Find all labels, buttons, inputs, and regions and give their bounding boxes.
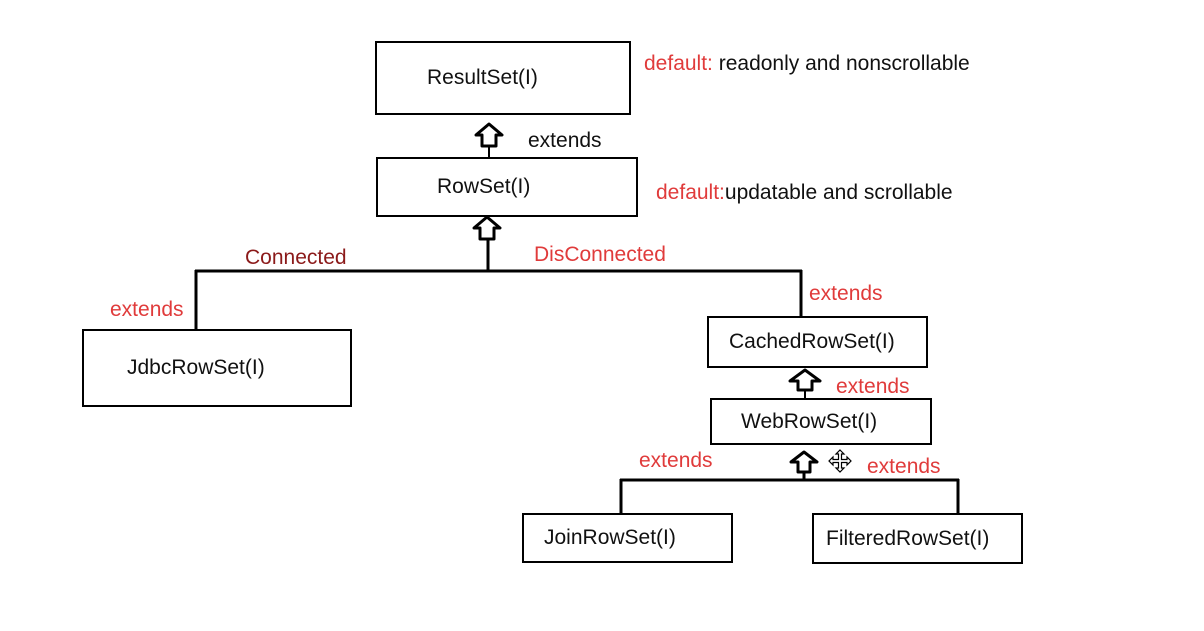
extends-label-jdbc: extends xyxy=(110,298,184,321)
rowset-label: RowSet(I) xyxy=(437,175,531,198)
resultset-note-text: readonly and nonscrollable xyxy=(712,52,970,75)
rowset-note-text: updatable and scrollable xyxy=(724,181,953,204)
resultset-note: default: readonly and nonscrollable xyxy=(644,53,970,74)
extends-label-web: extends xyxy=(836,375,910,398)
arrow-rowset-to-resultset xyxy=(474,122,504,157)
cachedrowset-label: CachedRowSet(I) xyxy=(729,330,895,353)
resultset-box: ResultSet(I) xyxy=(375,41,631,115)
jdbcrowset-box: JdbcRowSet(I) xyxy=(82,329,352,407)
disconnected-label: DisConnected xyxy=(534,243,666,266)
extends-label-rowset: extends xyxy=(528,129,602,152)
joinrowset-box: JoinRowSet(I) xyxy=(522,513,733,563)
webrowset-label: WebRowSet(I) xyxy=(741,409,878,433)
move-cursor-icon xyxy=(828,449,852,473)
filteredrowset-label: FilteredRowSet(I) xyxy=(826,526,990,550)
extends-label-filtered: extends xyxy=(867,455,941,478)
resultset-note-prefix: default: xyxy=(644,52,713,75)
webrowset-box: WebRowSet(I) xyxy=(710,398,932,445)
cachedrowset-box: CachedRowSet(I) xyxy=(707,316,928,368)
resultset-label: ResultSet(I) xyxy=(427,66,538,89)
jdbcrowset-label: JdbcRowSet(I) xyxy=(127,356,265,379)
rowset-box: RowSet(I) xyxy=(376,157,638,217)
arrow-webrowset-to-cachedrowset xyxy=(788,368,822,398)
arrow-subclasses-to-rowset xyxy=(194,215,803,329)
rowset-note: default:updatable and scrollable xyxy=(656,182,953,203)
filteredrowset-box: FilteredRowSet(I) xyxy=(812,513,1023,564)
connected-label: Connected xyxy=(245,246,347,269)
rowset-note-prefix: default: xyxy=(656,181,725,204)
extends-label-join: extends xyxy=(639,449,713,472)
extends-label-cached: extends xyxy=(809,282,883,305)
joinrowset-label: JoinRowSet(I) xyxy=(544,526,676,549)
arrow-leaves-to-webrowset xyxy=(619,450,960,514)
